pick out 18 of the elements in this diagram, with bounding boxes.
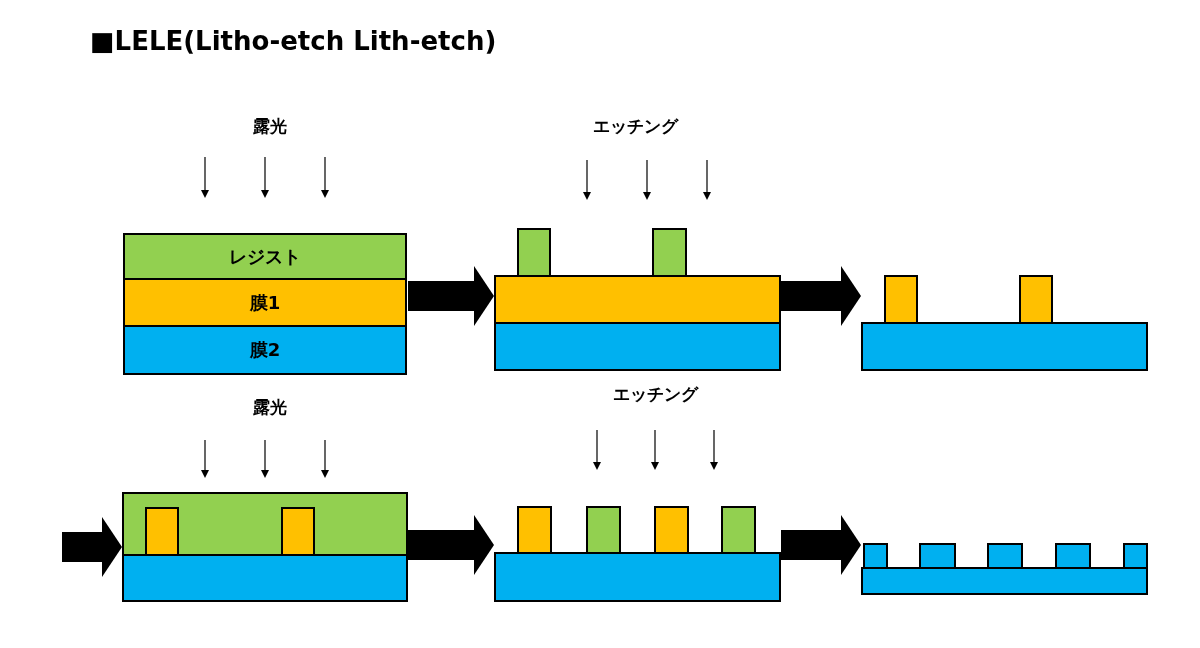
cross-section-drawing <box>122 492 408 602</box>
resist-layer: レジスト <box>123 233 407 280</box>
cross-section-drawing <box>861 275 1148 371</box>
cross-section-drawing <box>494 228 781 371</box>
cross-section-drawing <box>861 543 1148 595</box>
block-arrow <box>781 266 861 326</box>
step-label: エッチング <box>592 115 678 138</box>
cross-section-drawing <box>494 506 781 602</box>
block-arrow <box>781 515 861 575</box>
film-layer: 膜2 <box>123 327 407 375</box>
diagram-title: ■LELE(Litho-etch Lith-etch) <box>90 26 497 56</box>
film-layer: 膜1 <box>123 280 407 327</box>
step-label: 露光 <box>253 115 287 138</box>
step-label: 露光 <box>253 396 287 419</box>
block-arrow <box>408 266 494 326</box>
block-arrow <box>62 517 122 577</box>
step-label: エッチング <box>612 383 698 406</box>
block-arrow <box>408 515 494 575</box>
